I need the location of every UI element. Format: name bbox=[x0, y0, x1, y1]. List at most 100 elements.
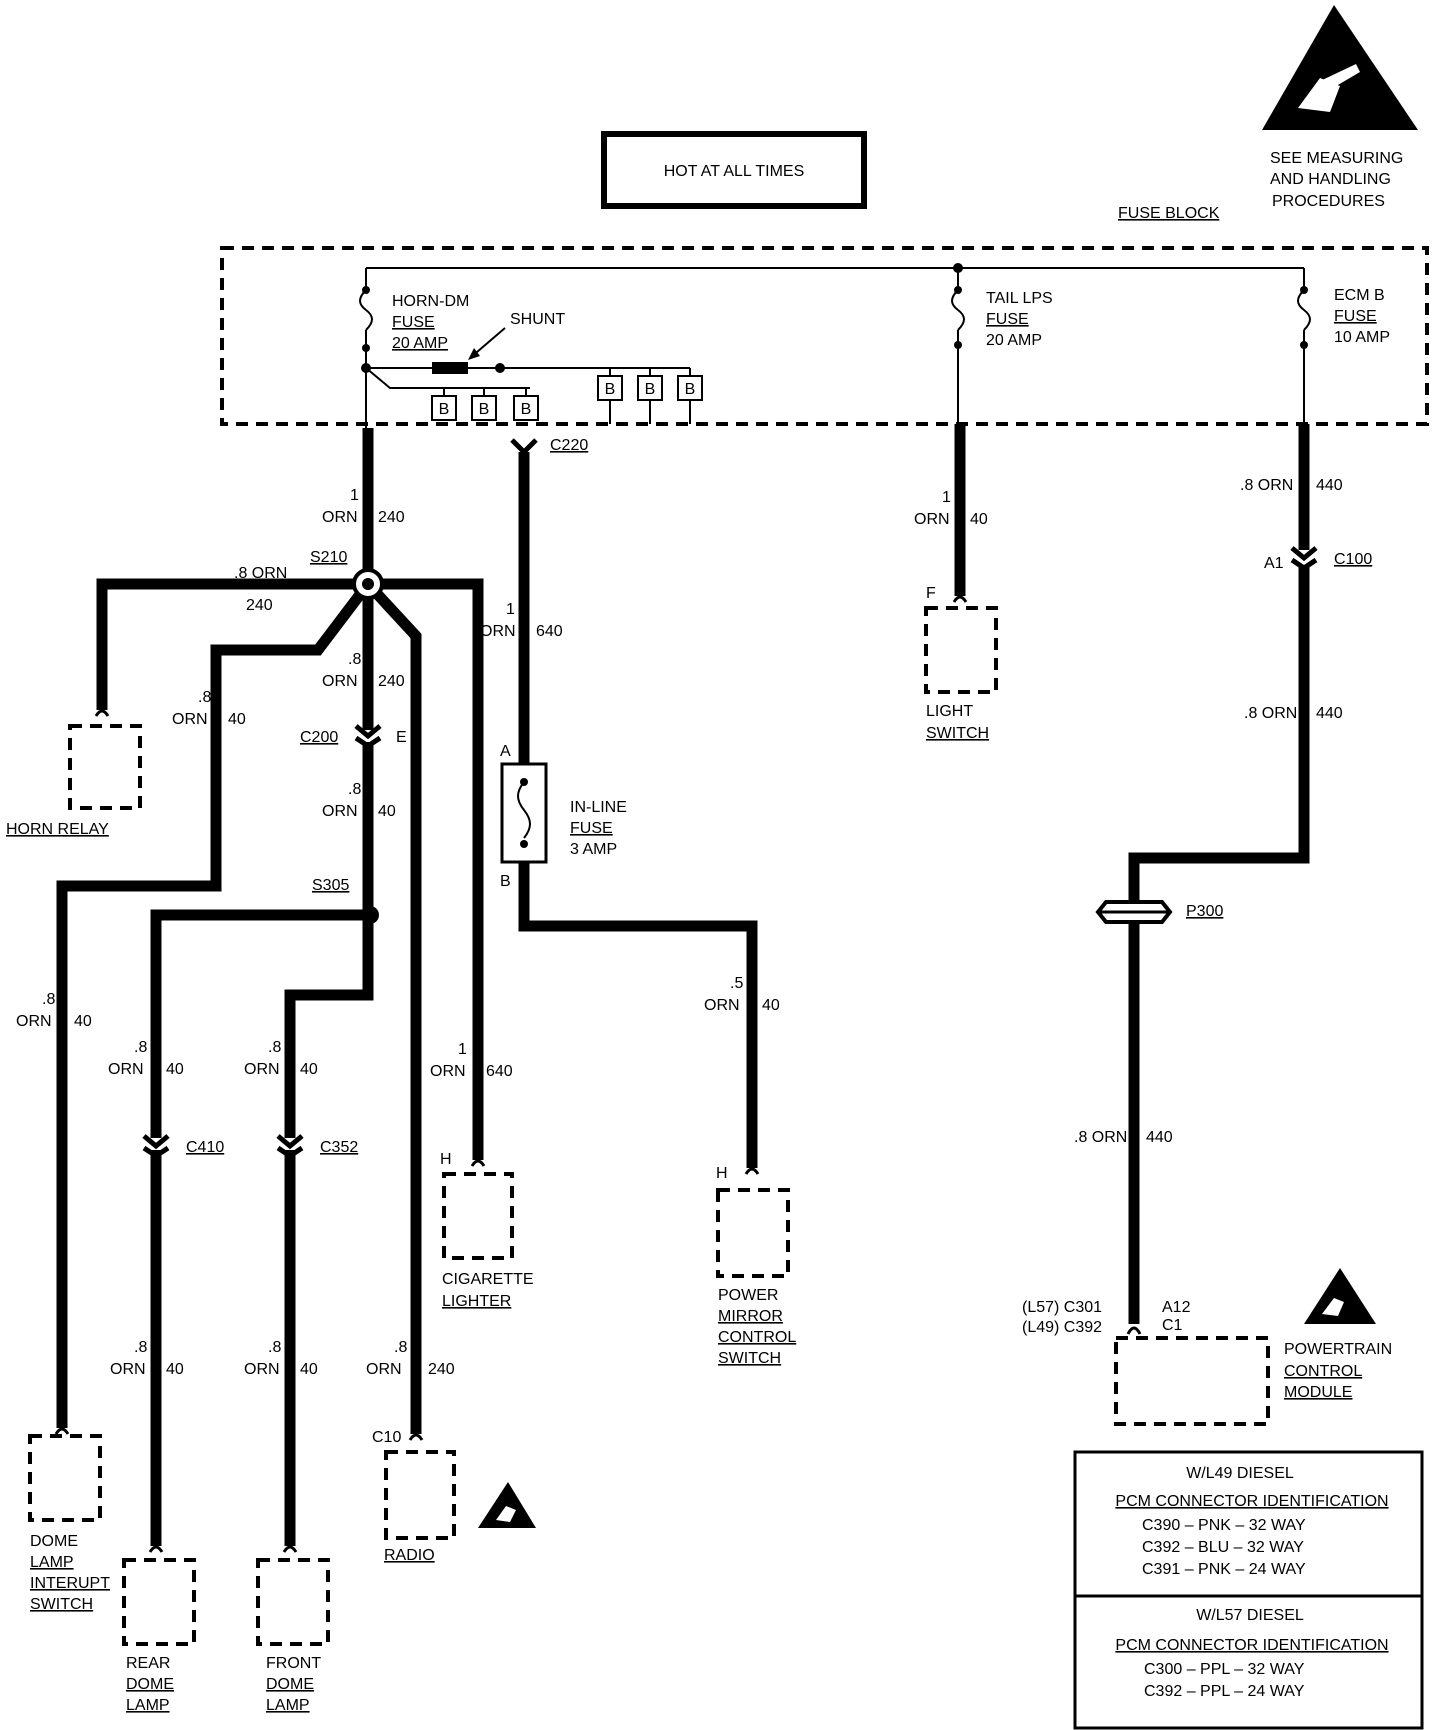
light-switch-pin-f: F bbox=[926, 585, 936, 602]
connector-c410-symbol bbox=[142, 1134, 170, 1160]
w40-tail-color: ORN bbox=[914, 511, 950, 528]
hot-at-all-times-label: HOT AT ALL TIMES bbox=[664, 163, 805, 180]
radio-esd-icon bbox=[478, 1482, 536, 1528]
bus-terminal-b2: B bbox=[471, 395, 497, 421]
pcm-box bbox=[1114, 1336, 1270, 1426]
w40-front-top-gauge: .8 bbox=[268, 1039, 281, 1056]
splice-s305-label: S305 bbox=[312, 877, 349, 894]
bus-terminal-b6: B bbox=[677, 375, 703, 401]
pcm-l57-row: C392 – PPL – 24 WAY bbox=[1144, 1683, 1305, 1700]
inline-fuse-line3: 3 AMP bbox=[570, 841, 617, 858]
pcm-l57-row: C300 – PPL – 32 WAY bbox=[1144, 1661, 1305, 1678]
pcm-pin-c1: C1 bbox=[1162, 1317, 1183, 1334]
ecm-b-fuse bbox=[1297, 268, 1311, 430]
splice-s305 bbox=[361, 906, 379, 924]
radio-connector-c10: C10 bbox=[372, 1429, 401, 1446]
w640-lighter-circuit: 640 bbox=[486, 1063, 513, 1080]
dome-interrupt-box bbox=[28, 1434, 102, 1522]
rear-dome-line2: DOME bbox=[126, 1676, 174, 1693]
w40-front-top-circuit: 40 bbox=[300, 1061, 318, 1078]
w40-rear-top-circuit: 40 bbox=[166, 1061, 184, 1078]
connector-c100-symbol bbox=[1290, 546, 1318, 572]
ecm-fuse-line3: 10 AMP bbox=[1334, 329, 1390, 346]
esd-note-line3: PROCEDURES bbox=[1272, 193, 1385, 210]
horn-relay-label: HORN RELAY bbox=[6, 821, 109, 838]
svg-text:B: B bbox=[479, 401, 490, 418]
connector-c352-symbol bbox=[276, 1134, 304, 1160]
w40-front-top-color: ORN bbox=[244, 1061, 280, 1078]
lighter-pin-h: H bbox=[440, 1151, 452, 1168]
wire-40-dome-interrupt bbox=[56, 580, 373, 1428]
connector-c100-pin-a1: A1 bbox=[1264, 555, 1284, 572]
bus-terminal-b5: B bbox=[637, 375, 663, 401]
pcm-l57-heading: PCM CONNECTOR IDENTIFICATION bbox=[1115, 1637, 1388, 1654]
w640-c220-gauge: 1 bbox=[506, 601, 515, 618]
rear-dome-line3: LAMP bbox=[126, 1697, 170, 1714]
mirror-line4: SWITCH bbox=[718, 1350, 781, 1367]
w40-tail-gauge: 1 bbox=[942, 489, 951, 506]
tail-fuse-line3: 20 AMP bbox=[986, 332, 1042, 349]
radio-label: RADIO bbox=[384, 1547, 435, 1564]
w240-top-gauge: 1 bbox=[350, 487, 359, 504]
dome-interrupt-line1: DOME bbox=[30, 1533, 78, 1550]
w40-tail-circuit: 40 bbox=[970, 511, 988, 528]
lighter-line2: LIGHTER bbox=[442, 1293, 511, 1310]
w440-bottom-circuit: 440 bbox=[1146, 1129, 1173, 1146]
w640-c220-circuit: 640 bbox=[536, 623, 563, 640]
pcm-l49-row: C390 – PNK – 32 WAY bbox=[1142, 1517, 1306, 1534]
w40-dome-interrupt-gauge: .8 bbox=[198, 689, 211, 706]
front-dome-box bbox=[256, 1558, 330, 1646]
w40-rear-bottom-circuit: 40 bbox=[166, 1361, 184, 1378]
w240-radio-circuit: 240 bbox=[428, 1361, 455, 1378]
hot-at-all-times-box: HOT AT ALL TIMES bbox=[601, 131, 867, 209]
dome-interrupt-line2: LAMP bbox=[30, 1554, 74, 1571]
w40-mirror-gauge: .5 bbox=[730, 975, 743, 992]
svg-text:B: B bbox=[685, 381, 696, 398]
front-dome-line2: DOME bbox=[266, 1676, 314, 1693]
connector-c200-label: C200 bbox=[300, 729, 338, 746]
pcm-line3: MODULE bbox=[1284, 1384, 1352, 1401]
wire-40-mirror bbox=[518, 862, 758, 1168]
w440-mid-circuit: 440 bbox=[1316, 705, 1343, 722]
w40-below-c200-circuit: 40 bbox=[378, 803, 396, 820]
pcm-pin-a12: A12 bbox=[1162, 1299, 1191, 1316]
splice-s210-label: S210 bbox=[310, 549, 347, 566]
bus-terminal-b4: B bbox=[597, 375, 623, 401]
inline-fuse-line2: FUSE bbox=[570, 820, 613, 837]
tail-fuse-line2: FUSE bbox=[986, 311, 1029, 328]
pcm-l49-connector: (L49) C392 bbox=[1022, 1319, 1102, 1336]
tail-fuse-line1: TAIL LPS bbox=[986, 290, 1053, 307]
w240-radio-gauge: .8 bbox=[394, 1339, 407, 1356]
w40-dome-left-color: ORN bbox=[16, 1013, 52, 1030]
pcm-line2: CONTROL bbox=[1284, 1363, 1362, 1380]
svg-text:B: B bbox=[521, 401, 532, 418]
w440-top-gauge: .8 ORN bbox=[1240, 477, 1293, 494]
w240-c200-color: ORN bbox=[322, 673, 358, 690]
connector-c200-symbol bbox=[354, 724, 382, 750]
w240-top-circuit: 240 bbox=[378, 509, 405, 526]
w440-bottom-gauge: .8 ORN bbox=[1074, 1129, 1127, 1146]
horn-relay-box bbox=[68, 724, 142, 810]
w40-front-bottom-color: ORN bbox=[244, 1361, 280, 1378]
w640-lighter-gauge: 1 bbox=[458, 1041, 467, 1058]
w40-front-bottom-gauge: .8 bbox=[268, 1339, 281, 1356]
w240-horn-gauge: .8 ORN bbox=[234, 565, 287, 582]
w40-below-c200-gauge: .8 bbox=[348, 781, 361, 798]
ecm-fuse-line1: ECM B bbox=[1334, 287, 1385, 304]
wire-440-mid bbox=[1128, 566, 1310, 905]
bus-terminal-b3: B bbox=[513, 395, 539, 421]
w240-c200-circuit: 240 bbox=[378, 673, 405, 690]
lighter-line1: CIGARETTE bbox=[442, 1271, 534, 1288]
splice-s210 bbox=[352, 568, 384, 600]
w40-dome-left-circuit: 40 bbox=[74, 1013, 92, 1030]
light-switch-line2: SWITCH bbox=[926, 725, 989, 742]
w40-mirror-circuit: 40 bbox=[762, 997, 780, 1014]
pcm-l49-row: C391 – PNK – 24 WAY bbox=[1142, 1561, 1306, 1578]
horn-fuse-line2: FUSE bbox=[392, 314, 435, 331]
esd-warning-icon bbox=[1262, 5, 1418, 130]
connector-p300-label: P300 bbox=[1186, 903, 1223, 920]
tail-lps-fuse bbox=[951, 268, 965, 430]
w40-mirror-color: ORN bbox=[704, 997, 740, 1014]
w40-dome-interrupt-circuit: 40 bbox=[228, 711, 246, 728]
connector-c220-symbol bbox=[510, 438, 538, 456]
